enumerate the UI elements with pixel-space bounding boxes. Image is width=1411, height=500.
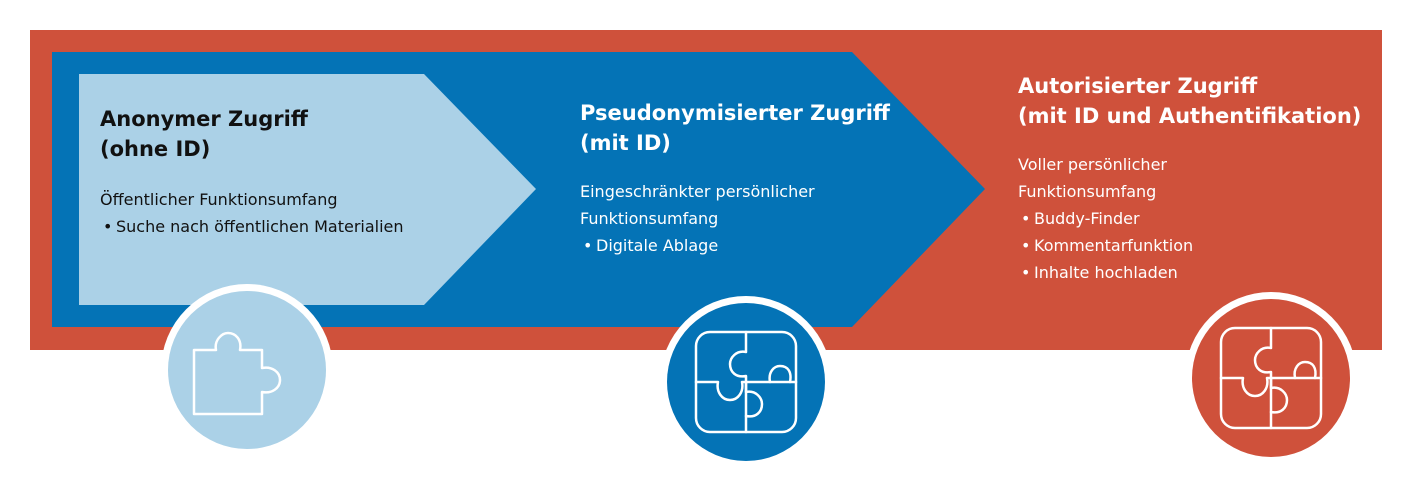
title-line: Autorisierter Zugriff [1018, 74, 1258, 98]
authorized-stage-text: Autorisierter Zugriff (mit ID und Authen… [1018, 71, 1378, 286]
anonymous-arrow [79, 74, 536, 305]
stage-title: Pseudonymisierter Zugriff (mit ID) [580, 98, 940, 158]
description-line: Öffentlicher Funktionsumfang [100, 190, 338, 209]
feature-item: Buddy-Finder [1018, 205, 1378, 232]
single-puzzle-piece-icon [192, 331, 282, 416]
anonymous-stage-text: Anonymer Zugriff (ohne ID) Öffentlicher … [100, 104, 530, 240]
feature-list: Suche nach öffentlichen Materialien [100, 213, 530, 240]
feature-item: Digitale Ablage [580, 232, 940, 259]
stage-description: Eingeschränkter persönlicher Funktionsum… [580, 178, 940, 232]
stage-title: Autorisierter Zugriff (mit ID und Authen… [1018, 71, 1378, 131]
title-line: Pseudonymisierter Zugriff [580, 101, 890, 125]
four-puzzle-pieces-icon [1219, 326, 1323, 430]
feature-list: Buddy-Finder Kommentarfunktion Inhalte h… [1018, 205, 1378, 286]
description-line: Eingeschränkter persönlicher [580, 182, 815, 201]
description-line: Funktionsumfang [1018, 182, 1157, 201]
stage-title: Anonymer Zugriff (ohne ID) [100, 104, 530, 164]
stage-description: Öffentlicher Funktionsumfang [100, 186, 530, 213]
description-line: Funktionsumfang [580, 209, 719, 228]
description-line: Voller persönlicher [1018, 155, 1167, 174]
title-line: (mit ID) [580, 131, 671, 155]
feature-item: Inhalte hochladen [1018, 259, 1378, 286]
title-line: (mit ID und Authentifikation) [1018, 104, 1362, 128]
title-line: (ohne ID) [100, 137, 211, 161]
feature-list: Digitale Ablage [580, 232, 940, 259]
pseudonymized-stage-text: Pseudonymisierter Zugriff (mit ID) Einge… [580, 98, 940, 259]
feature-item: Kommentarfunktion [1018, 232, 1378, 259]
title-line: Anonymer Zugriff [100, 107, 308, 131]
anonymous-circle-fill [168, 291, 326, 449]
four-puzzle-pieces-icon [694, 330, 798, 434]
stage-description: Voller persönlicher Funktionsumfang [1018, 151, 1378, 205]
feature-item: Suche nach öffentlichen Materialien [100, 213, 530, 240]
